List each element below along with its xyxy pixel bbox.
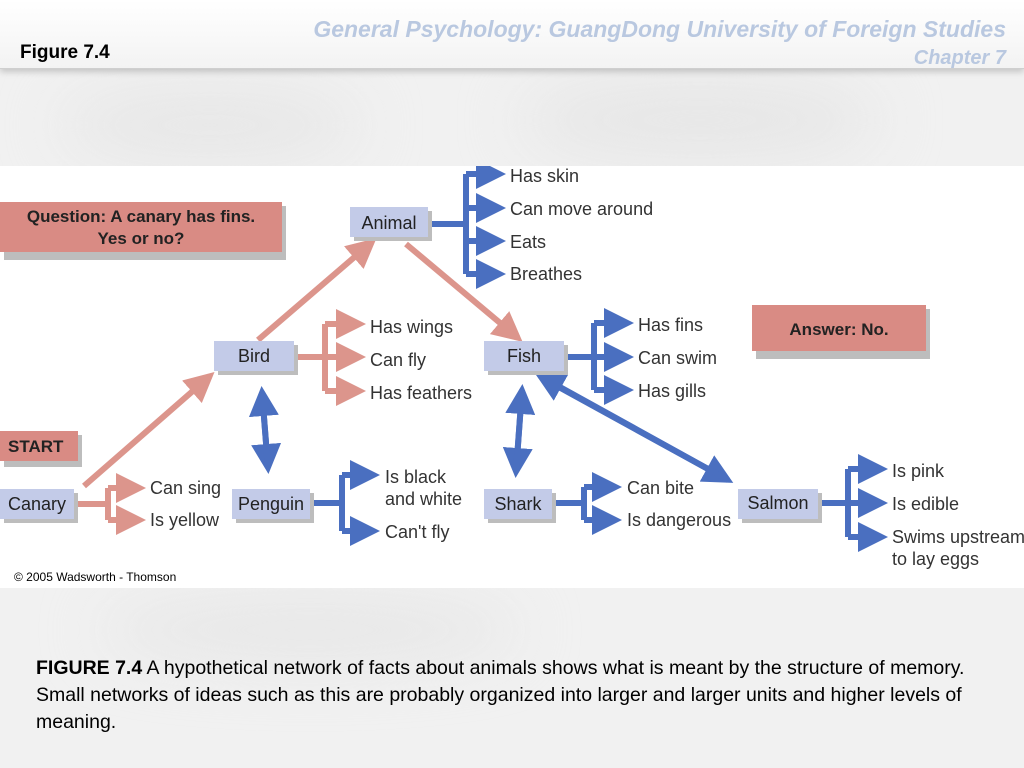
- question-box: Question: A canary has fins. Yes or no?: [0, 202, 286, 260]
- question-line-1: Question: A canary has fins.: [27, 207, 255, 226]
- figure-caption: FIGURE 7.4 A hypothetical network of fac…: [36, 655, 976, 736]
- node-shark-label: Shark: [494, 494, 542, 514]
- property-label: Can sing: [150, 478, 221, 498]
- salmon-fish-arrow: [534, 373, 730, 483]
- header-bar: Figure 7.4 General Psychology: GuangDong…: [0, 0, 1024, 69]
- property-label: and white: [385, 489, 462, 509]
- node-bird-label: Bird: [238, 346, 270, 366]
- node-animal-label: Animal: [361, 213, 416, 233]
- node-penguin-label: Penguin: [238, 494, 304, 514]
- background-shape: [520, 80, 880, 160]
- property-label: Can swim: [638, 348, 717, 368]
- property-label: Has wings: [370, 317, 453, 337]
- property-label: Has feathers: [370, 383, 472, 403]
- penguin-property-bracket: [312, 460, 380, 546]
- hierarchy-links: [82, 238, 734, 489]
- bird-property-bracket: [296, 309, 366, 406]
- background-shape: [100, 600, 520, 660]
- property-label: to lay eggs: [892, 549, 979, 569]
- property-label: Is pink: [892, 461, 945, 481]
- penguin-properties: Is black and white Can't fly: [385, 467, 462, 542]
- property-label: Can fly: [370, 350, 426, 370]
- canary-properties: Can sing Is yellow: [150, 478, 221, 530]
- course-title: General Psychology: GuangDong University…: [313, 16, 1006, 42]
- canary-to-bird-arrow: [82, 372, 215, 489]
- property-label: Can move around: [510, 199, 653, 219]
- memory-network-diagram: Question: A canary has fins. Yes or no? …: [0, 166, 1024, 569]
- caption-text: A hypothetical network of facts about an…: [36, 657, 965, 733]
- penguin-bird-arrow: [248, 386, 279, 469]
- node-salmon: Salmon: [738, 489, 822, 523]
- property-label: Has fins: [638, 315, 703, 335]
- answer-text: Answer: No.: [789, 320, 888, 339]
- node-penguin: Penguin: [232, 489, 314, 523]
- answer-box: Answer: No.: [752, 305, 930, 359]
- start-box: START: [0, 431, 82, 467]
- node-fish-label: Fish: [507, 346, 541, 366]
- property-label: Can bite: [627, 478, 694, 498]
- node-fish: Fish: [484, 341, 568, 375]
- property-label: Is yellow: [150, 510, 220, 530]
- slide-label: Figure 7.4: [20, 42, 110, 63]
- property-label: Eats: [510, 232, 546, 252]
- animal-properties: Has skin Can move around Eats Breathes: [510, 166, 653, 284]
- copyright-notice: © 2005 Wadsworth - Thomson: [14, 570, 177, 584]
- bird-to-animal-arrow: [256, 238, 377, 343]
- node-bird: Bird: [214, 341, 298, 375]
- fish-properties: Has fins Can swim Has gills: [638, 315, 717, 401]
- bird-properties: Has wings Can fly Has feathers: [370, 317, 472, 403]
- salmon-property-bracket: [820, 454, 888, 552]
- property-label: Breathes: [510, 264, 582, 284]
- salmon-properties: Is pink Is edible Swims upstream to lay …: [892, 461, 1024, 569]
- shark-properties: Can bite Is dangerous: [627, 478, 731, 530]
- canary-property-bracket: [77, 473, 146, 535]
- property-label: Has skin: [510, 166, 579, 186]
- node-canary-label: Canary: [8, 494, 66, 514]
- node-canary: Canary: [0, 489, 78, 523]
- node-salmon-label: Salmon: [747, 493, 808, 513]
- start-label: START: [8, 437, 64, 456]
- property-label: Is dangerous: [627, 510, 731, 530]
- animal-property-bracket: [430, 166, 506, 289]
- question-line-2: Yes or no?: [98, 229, 185, 248]
- animal-to-fish-arrow: [404, 241, 523, 342]
- property-label: Is edible: [892, 494, 959, 514]
- fish-property-bracket: [564, 308, 634, 405]
- node-shark: Shark: [484, 489, 556, 523]
- chapter-label: Chapter 7: [913, 47, 1006, 69]
- property-label: Can't fly: [385, 522, 449, 542]
- shark-fish-arrow: [505, 384, 536, 473]
- background-shape: [60, 90, 360, 160]
- caption-label: FIGURE 7.4: [36, 657, 143, 679]
- property-label: Has gills: [638, 381, 706, 401]
- shark-property-bracket: [553, 472, 622, 535]
- property-label: Swims upstream: [892, 527, 1024, 547]
- property-label: Is black: [385, 467, 447, 487]
- node-animal: Animal: [350, 207, 432, 241]
